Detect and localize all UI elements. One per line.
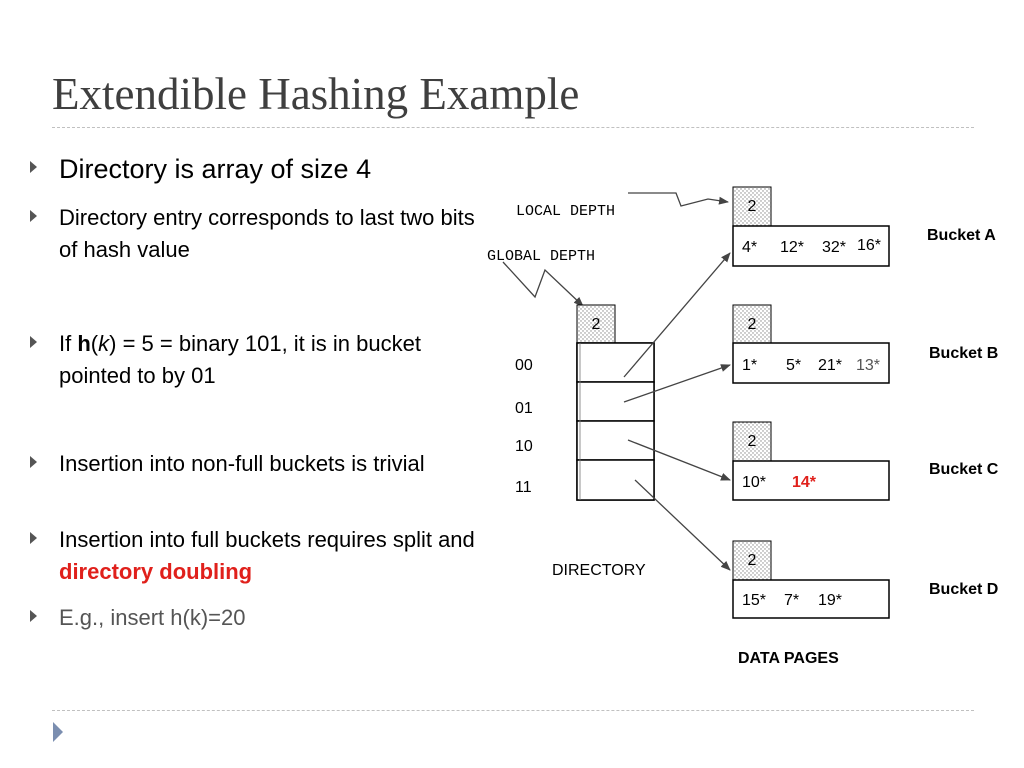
bucket-c-depth: 2 bbox=[748, 433, 757, 450]
bucket-a-entry-2: 12* bbox=[780, 239, 804, 256]
bucket-d-entry-1: 15* bbox=[742, 592, 766, 609]
bucket-d-page bbox=[732, 579, 890, 619]
bucket-a-entry-1: 4* bbox=[742, 239, 757, 256]
directory-slot-10 bbox=[576, 420, 655, 461]
directory-slot-00 bbox=[576, 342, 655, 383]
directory-entry-00: 00 bbox=[515, 357, 533, 374]
bullet-arrow-icon bbox=[30, 610, 37, 622]
bullet-text: Insertion into non-full buckets is trivi… bbox=[59, 451, 425, 476]
bullet-arrow-icon bbox=[30, 336, 37, 348]
bucket-a-entry-3: 32* bbox=[822, 239, 846, 256]
title-divider bbox=[52, 127, 974, 128]
bucket-c-entry-1: 10* bbox=[742, 474, 766, 491]
footer-divider bbox=[52, 710, 974, 711]
bucket-b-entry-3: 21* bbox=[818, 357, 842, 374]
bucket-d-depth-box bbox=[732, 540, 772, 581]
global-depth-label: GLOBAL DEPTH bbox=[487, 248, 595, 265]
bullet-text: Insertion into full buckets requires spl… bbox=[59, 524, 489, 588]
data-pages-label: DATA PAGES bbox=[738, 650, 839, 667]
bucket-d-entry-2: 7* bbox=[784, 592, 799, 609]
local-depth-callout-arrow bbox=[628, 192, 729, 207]
directory-label: DIRECTORY bbox=[552, 562, 646, 579]
pointer-00-to-bucket-a bbox=[623, 252, 731, 378]
bullet-text: If h(k) = 5 = binary 101, it is in bucke… bbox=[59, 328, 489, 392]
bucket-a-label: Bucket A bbox=[927, 227, 996, 244]
global-depth-value: 2 bbox=[592, 316, 601, 333]
text-rest: ) = 5 = binary 101, it is in bucket poin… bbox=[59, 331, 421, 388]
bullet-arrow-icon bbox=[30, 456, 37, 468]
bucket-d-entry-3: 19* bbox=[818, 592, 842, 609]
text-prefix: If bbox=[59, 331, 78, 356]
directory-slot-11 bbox=[576, 459, 655, 501]
bullet-arrow-icon bbox=[30, 210, 37, 222]
text-prefix: Insertion into full buckets requires spl… bbox=[59, 527, 475, 552]
bucket-d-label: Bucket D bbox=[929, 581, 998, 598]
hash-function-h: h bbox=[77, 331, 91, 356]
bucket-c-page bbox=[732, 460, 890, 501]
bucket-a-depth-box bbox=[732, 186, 772, 227]
directory-entry-01: 01 bbox=[515, 400, 533, 417]
bucket-b-new-entry: 13* bbox=[856, 357, 880, 374]
bucket-b-page bbox=[732, 342, 890, 384]
directory-slot-01 bbox=[576, 381, 655, 422]
bucket-b-entry-1: 1* bbox=[742, 357, 757, 374]
global-depth-box bbox=[576, 304, 616, 344]
key-variable-k: k bbox=[98, 331, 110, 356]
bullet-text: Directory is array of size 4 bbox=[59, 154, 372, 184]
directory-entry-11: 11 bbox=[515, 479, 532, 496]
bucket-d-depth: 2 bbox=[748, 552, 757, 569]
pointer-10-to-bucket-c bbox=[627, 439, 731, 481]
pointer-01-to-bucket-b bbox=[623, 364, 731, 403]
bucket-b-entry-2: 5* bbox=[786, 357, 801, 374]
bucket-b-depth-box bbox=[732, 304, 772, 344]
bucket-a-page bbox=[732, 225, 890, 267]
bucket-c-depth-box bbox=[732, 421, 772, 462]
page-title: Extendible Hashing Example bbox=[52, 69, 580, 119]
bullet-text: Directory entry corresponds to last two … bbox=[59, 205, 475, 262]
bucket-b-depth: 2 bbox=[748, 316, 757, 333]
bucket-c-label: Bucket C bbox=[929, 461, 999, 478]
bullet-text: E.g., insert h(k)=20 bbox=[59, 605, 246, 630]
bullet-arrow-icon bbox=[30, 532, 37, 544]
paren-open: ( bbox=[90, 331, 99, 356]
directory-entry-10: 10 bbox=[515, 438, 533, 455]
directory-doubling-highlight: directory doubling bbox=[59, 559, 253, 584]
local-depth-label: LOCAL DEPTH bbox=[516, 203, 615, 220]
bucket-a-entry-4: 16* bbox=[857, 237, 881, 254]
bucket-a-depth: 2 bbox=[748, 198, 757, 215]
nav-arrow-icon bbox=[53, 722, 63, 742]
pointer-11-to-bucket-d bbox=[634, 479, 731, 571]
bucket-c-new-entry: 14* bbox=[792, 474, 817, 491]
global-depth-callout-arrow bbox=[502, 261, 584, 307]
bullet-arrow-icon bbox=[30, 161, 37, 173]
bucket-b-label: Bucket B bbox=[929, 345, 998, 362]
